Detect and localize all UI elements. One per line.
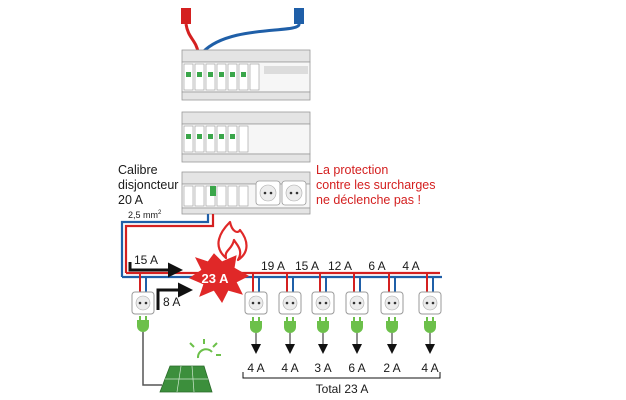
- segment-current-label: 6 A: [368, 259, 385, 273]
- outlet-load-label: 2 A: [383, 361, 400, 375]
- consumer-outlet: [244, 273, 268, 354]
- circuit-bus: [122, 271, 442, 279]
- plug-icon: [386, 321, 398, 333]
- load-arrow: [285, 344, 295, 354]
- panel-cable: [142, 332, 162, 386]
- breaker-20a: [210, 186, 216, 196]
- consumer-outlet: [311, 273, 335, 354]
- warning-line-2: contre les surcharges: [316, 178, 436, 192]
- distribution-board: [181, 49, 311, 215]
- load-arrow: [352, 344, 362, 354]
- warning-text: La protection contre les surcharges ne d…: [316, 163, 436, 207]
- sun-icon: [189, 339, 221, 359]
- phase-terminal: [181, 8, 191, 24]
- injection-outlet: [131, 273, 155, 332]
- overload-current-label: 23 A: [202, 271, 230, 286]
- current-arrows: [128, 262, 193, 310]
- outlet-circuit: [131, 273, 442, 354]
- plug-icon: [317, 321, 329, 333]
- breaker-caption: Calibre disjoncteur 20 A: [118, 163, 178, 207]
- load-arrow: [387, 344, 397, 354]
- neutral-terminal: [294, 8, 304, 24]
- segment-current-label: 15 A: [295, 259, 319, 273]
- feed-arrow: [128, 262, 183, 278]
- explosion-burst-icon: [188, 253, 250, 303]
- warning-line-3: ne déclenche pas !: [316, 193, 421, 207]
- plug-icon: [250, 321, 262, 333]
- cable-section-label: 2,5 mm2: [128, 210, 162, 220]
- solar-panel-icon: [159, 365, 213, 393]
- flame-icon: [217, 220, 248, 262]
- solar-installation: [142, 332, 221, 393]
- segment-current-label: 12 A: [328, 259, 352, 273]
- load-arrow: [318, 344, 328, 354]
- segment-current-label: 19 A: [261, 259, 285, 273]
- segment-current-label: 4 A: [402, 259, 419, 273]
- supply-wires: [181, 8, 304, 54]
- outlet-load-label: 4 A: [421, 361, 438, 375]
- plug-icon: [137, 320, 149, 332]
- caption-line-3: 20 A: [118, 193, 144, 207]
- consumer-outlet: [380, 273, 404, 354]
- plug-icon: [284, 321, 296, 333]
- consumer-outlet: [278, 273, 302, 354]
- feed-current-label: 15 A: [134, 253, 158, 267]
- overload-indicator: 23 A: [188, 220, 250, 303]
- consumer-outlet: [345, 273, 369, 354]
- plug-icon: [351, 321, 363, 333]
- outgoing-cable: [120, 214, 215, 277]
- outlet-load-label: 4 A: [281, 361, 298, 375]
- load-arrow: [251, 344, 261, 354]
- outlet-load-labels: 4 A 4 A 3 A 6 A 2 A 4 A: [247, 361, 438, 375]
- segment-current-labels: 19 A 15 A 12 A 6 A 4 A: [261, 259, 420, 273]
- load-arrow: [425, 344, 435, 354]
- total-label: Total 23 A: [316, 382, 369, 396]
- consumer-outlet: [418, 273, 442, 354]
- outlet-load-label: 4 A: [247, 361, 264, 375]
- board-socket-outlets: [255, 180, 307, 206]
- outlet-load-label: 3 A: [314, 361, 331, 375]
- injected-current-label: 8 A: [163, 295, 180, 309]
- caption-line-2: disjoncteur: [118, 178, 178, 192]
- total-bracket: Total 23 A: [242, 372, 441, 396]
- plug-icon: [424, 321, 436, 333]
- caption-line-1: Calibre: [118, 163, 158, 177]
- injection-arrow: [156, 282, 193, 310]
- warning-line-1: La protection: [316, 163, 388, 177]
- outlet-load-label: 6 A: [348, 361, 365, 375]
